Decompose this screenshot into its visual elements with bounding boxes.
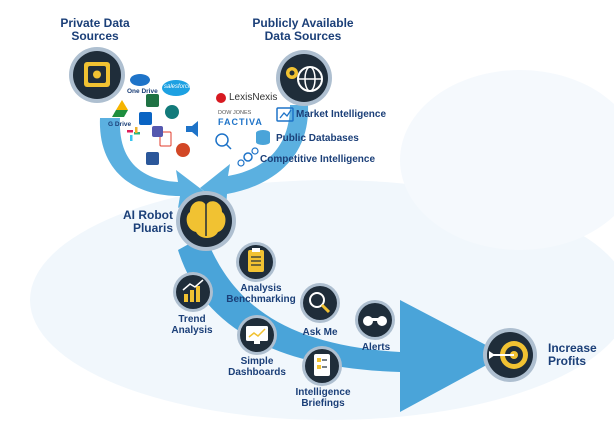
powerpoint-icon — [176, 143, 190, 157]
simple-dashboards-node — [237, 315, 277, 355]
slack-icon-a — [127, 130, 133, 133]
private-data-node — [69, 47, 125, 103]
public-data-node — [276, 50, 332, 106]
teams-icon — [152, 126, 163, 137]
pluaris-line: Pluaris — [132, 221, 173, 236]
outlook-icon — [139, 112, 152, 125]
increase-profits-node — [483, 328, 537, 382]
alerts-node — [355, 300, 395, 340]
private-data-title: Private Data Sources — [60, 16, 130, 44]
lexisnexis-icon — [216, 93, 226, 103]
trend-analysis-node — [173, 272, 213, 312]
ai-robot-line: AI Robot — [123, 208, 173, 222]
ai-robot-label: AI Robot Pluaris — [123, 208, 173, 236]
analysis-benchmarking-node — [236, 242, 276, 282]
salesforce-logo-text: salesforce — [164, 84, 192, 90]
gdrive-icon — [116, 100, 128, 110]
public-databases-label: Public Databases — [276, 133, 359, 144]
market-intelligence-label: Market Intelligence — [296, 109, 387, 120]
trend-analysis-label: Trend Analysis — [171, 314, 213, 336]
sharepoint-icon — [165, 105, 179, 119]
gdrive-label: G Drive — [108, 121, 132, 128]
intelligence-briefings-label: Intelligence Briefings — [295, 387, 351, 409]
word-icon — [146, 152, 159, 165]
ask-me-label: Ask Me — [302, 327, 338, 338]
ask-me-node — [300, 283, 340, 323]
main-flow-arrow — [178, 235, 505, 412]
speaker-icon — [186, 121, 198, 137]
public-source-icons — [215, 93, 294, 167]
alerts-label: Alerts — [361, 342, 391, 353]
ai-robot-node — [176, 191, 236, 251]
competitive-intelligence-icon — [243, 152, 253, 162]
slack-icon-b — [130, 135, 133, 141]
salesforce-icon — [162, 80, 190, 96]
competitive-intelligence-label: Competitive Intelligence — [260, 154, 376, 165]
dowjones-logo-text: DOW JONES — [218, 110, 252, 116]
simple-dashboards-label: Simple Dashboards — [228, 356, 286, 378]
factiva-logo-text: FACTIVA — [218, 117, 263, 127]
private-source-icons — [112, 74, 198, 165]
public-data-title: Publicly Available Data Sources — [252, 16, 354, 44]
analysis-benchmarking-label: Analysis Benchmarking — [226, 283, 296, 305]
lexisnexis-logo-text: LexisNexis — [229, 92, 278, 103]
excel-icon — [146, 94, 159, 107]
onedrive-icon — [130, 74, 150, 86]
web-search-icon — [215, 133, 229, 147]
slack-icon-c — [134, 132, 140, 135]
increase-profits-label: Increase Profits — [548, 341, 597, 369]
slack-icon-d — [135, 127, 138, 133]
intelligence-briefings-node — [302, 346, 342, 386]
public-arrow — [200, 105, 309, 208]
onedrive-label: One Drive — [127, 88, 158, 95]
market-intelligence-icon — [276, 107, 294, 122]
private-arrow — [99, 118, 205, 208]
